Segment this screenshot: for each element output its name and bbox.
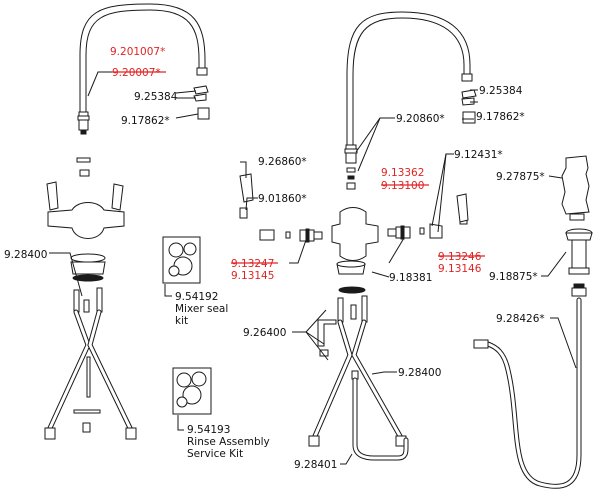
superseded-strikes — [112, 71, 485, 264]
part-label-9-28401: 9.28401 — [294, 459, 337, 471]
part-label-9-20860: 9.20860* — [396, 113, 445, 125]
part-label-9-26400: 9.26400 — [243, 327, 286, 339]
part-label-9-01860: 9.01860* — [258, 193, 307, 205]
part-label-9-54193: 9.54193 — [187, 424, 230, 436]
rinse-assembly-kit-illustration — [172, 367, 212, 431]
part-label-9-12431: 9.12431* — [454, 149, 503, 161]
part-label-9-25384-right: 9.25384 — [479, 85, 523, 97]
part-label-9-25384-left: 9.25384 — [134, 91, 178, 103]
part-label-9-26860: 9.26860* — [258, 156, 307, 168]
part-label-9-13146: 9.13146 — [438, 263, 482, 275]
part-label-9-27875: 9.27875* — [496, 171, 545, 183]
part-label-9-28426: 9.28426* — [496, 313, 545, 325]
rinse-assembly-label-line1: Rinse Assembly — [187, 436, 270, 448]
part-label-9-13145: 9.13145 — [231, 270, 274, 282]
rinse-assembly-label-line2: Service Kit — [187, 448, 243, 460]
part-label-9-18381: 9.18381 — [389, 272, 432, 284]
center-faucet-assembly — [239, 11, 477, 461]
part-label-9-18875: 9.18875* — [489, 271, 538, 283]
leader-lines — [49, 71, 577, 465]
part-label-9-13247-superseded: 9.13247 — [231, 258, 274, 270]
mixer-seal-kit-label-line1: Mixer seal — [175, 303, 228, 315]
spray-assembly — [473, 155, 593, 489]
part-label-9-13246-superseded: 9.13246 — [438, 251, 482, 263]
part-label-9-13100-superseded: 9.13100 — [381, 180, 424, 192]
mixer-seal-kit-illustration — [162, 236, 201, 297]
part-label-9-17862-right: 9.17862* — [476, 111, 525, 123]
part-label-9-13362: 9.13362 — [381, 167, 424, 179]
part-label-9-28400-center: 9.28400 — [398, 367, 441, 379]
part-label-9-17862-left: 9.17862* — [121, 115, 170, 127]
part-label-9-28400-left: 9.28400 — [4, 249, 47, 261]
part-label-9-201007: 9.201007* — [110, 46, 165, 58]
mixer-seal-kit-label-line2: kit — [175, 315, 188, 327]
part-label-9-54192: 9.54192 — [175, 291, 218, 303]
part-label-9-20007-superseded: 9.20007* — [112, 67, 161, 79]
left-faucet-assembly — [44, 3, 210, 440]
